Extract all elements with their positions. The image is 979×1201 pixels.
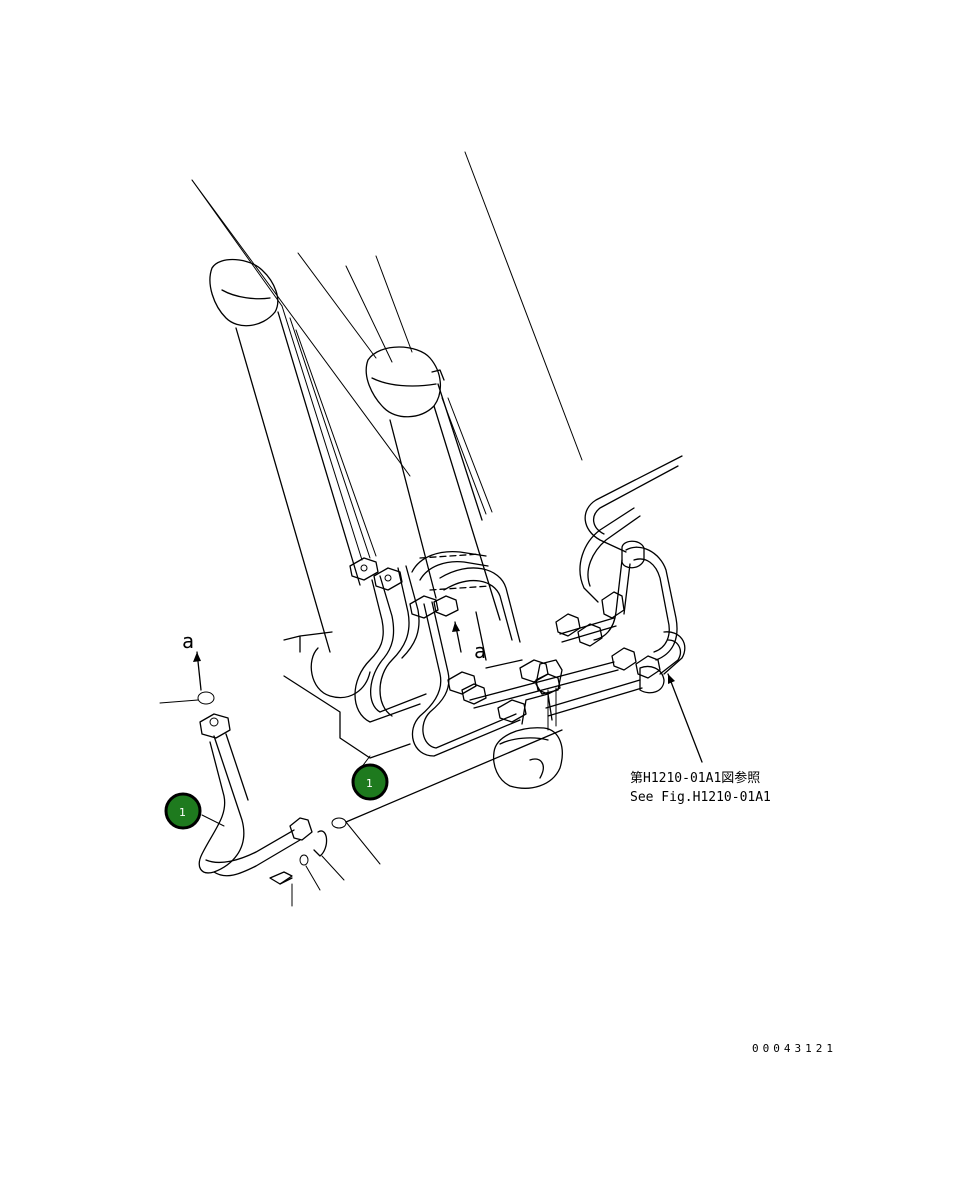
pipe-assembly [354,550,643,757]
reference-note-en: See Fig.H1210-01A1 [630,790,771,805]
upper-right-pipes [579,455,686,694]
callout-badge[interactable]: 1 [164,792,202,830]
callout-label: 1 [366,777,373,790]
flanges [349,557,661,723]
callout-label: 1 [179,806,186,819]
leader-lines-top [191,151,583,477]
lower-straight-pipe [331,729,563,865]
view-arrows [193,621,703,763]
cylinder-left [209,258,411,759]
drawing-number: 00043121 [752,1042,837,1055]
reference-note-jp: 第H1210-01A1図参照 [630,770,760,786]
view-marker-letter: a [474,639,486,663]
view-marker-letter: a [182,629,194,653]
exploded-pipe-part [159,691,345,907]
tube-bundle [281,305,493,561]
valve-body [492,659,563,789]
callout-badge[interactable]: 1 [351,763,389,801]
cylinder-right [365,346,501,621]
